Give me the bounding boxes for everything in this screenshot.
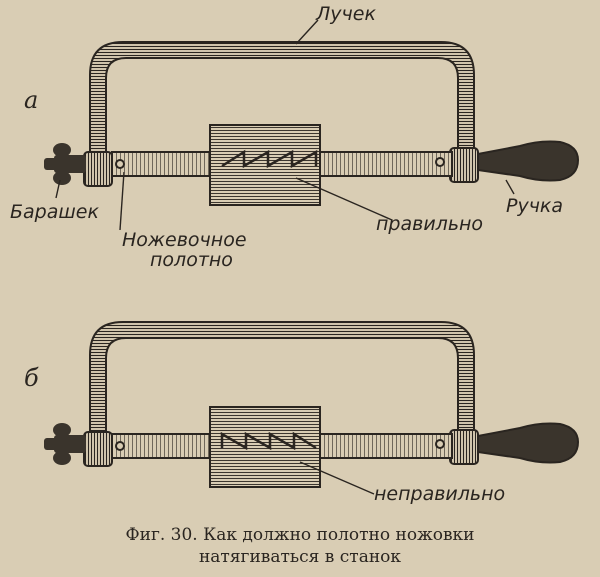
wing-nut-label: Барашек <box>10 201 99 223</box>
wing-nut <box>44 143 86 185</box>
handle <box>477 422 580 464</box>
correct-label: правильно <box>376 213 483 235</box>
right-clamp <box>449 429 479 465</box>
correct-leader <box>295 177 393 221</box>
wing-nut <box>44 423 86 465</box>
figure-b-letter: б <box>24 364 39 392</box>
caption-line-2: натягиваться в станок <box>198 547 402 567</box>
frame-leader <box>295 19 319 45</box>
left-clamp <box>83 151 113 187</box>
hacksaw-figure-a: а Лучек Барашек Ручка Ножевочное полотно… <box>10 3 580 271</box>
handle-leader <box>505 179 515 195</box>
frame-label: Лучек <box>315 3 376 25</box>
handle <box>477 140 580 182</box>
blade-leader <box>119 171 125 231</box>
caption-line-1: Фиг. 30. Как должно полотно ножовки <box>125 525 475 545</box>
wing-nut-leader <box>55 179 61 199</box>
workpiece <box>209 124 321 206</box>
blade-label-line2: полотно <box>150 249 233 271</box>
right-clamp <box>449 147 479 183</box>
blade-label-line1: Ножевочное <box>122 229 247 251</box>
blade-teeth-incorrect <box>220 431 317 451</box>
figure-caption: Фиг. 30. Как должно полотно ножовки натя… <box>0 524 600 568</box>
figure-a-letter: а <box>24 86 38 114</box>
left-clamp <box>83 431 113 467</box>
handle-label: Ручка <box>506 195 563 217</box>
blade-teeth-correct <box>221 149 318 169</box>
hacksaw-figure-b: б неправильно <box>24 321 580 505</box>
incorrect-label: неправильно <box>374 483 505 505</box>
workpiece <box>209 406 321 488</box>
incorrect-leader <box>299 461 375 495</box>
